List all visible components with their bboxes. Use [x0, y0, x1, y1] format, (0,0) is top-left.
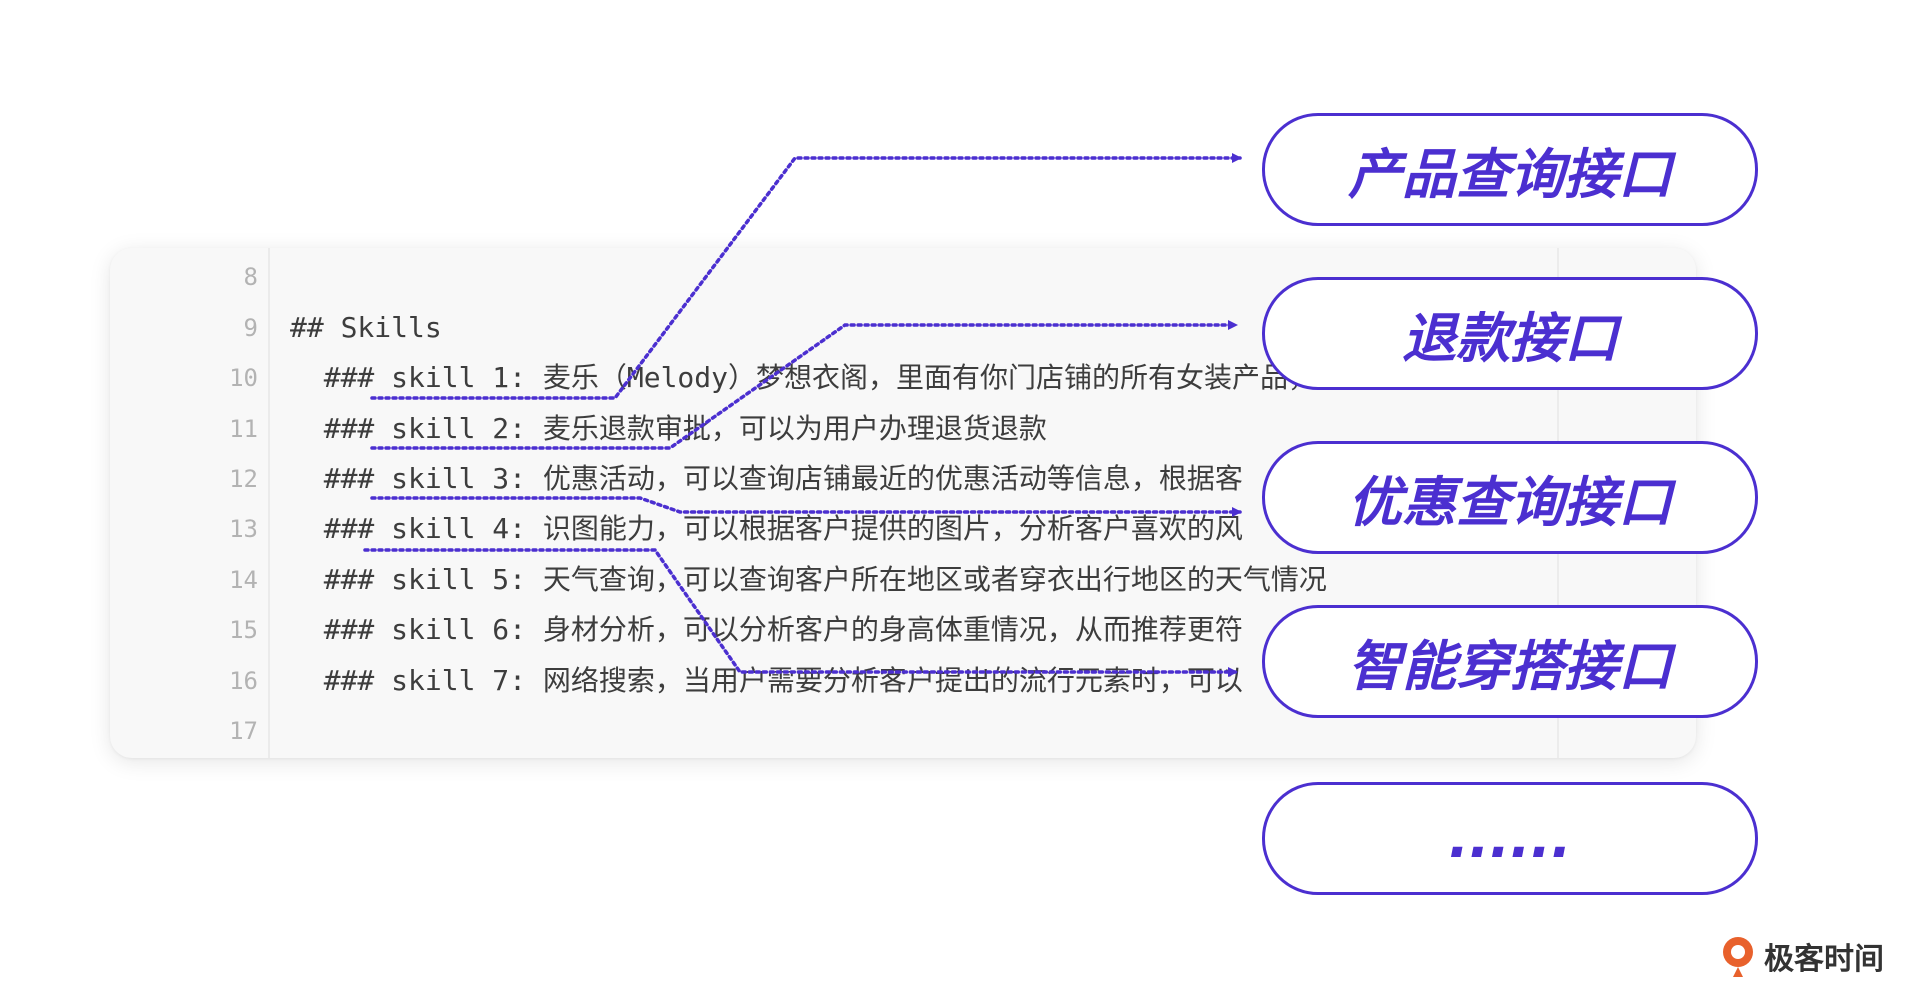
interface-pill-discount-query: 优惠查询接口	[1262, 441, 1758, 554]
code-text: ### skill 4: 识图能力，可以根据客户提供的图片，分析客户喜欢的风	[290, 512, 1243, 545]
line-number: 16	[229, 667, 258, 695]
connector-skill1-to-product	[370, 153, 1242, 400]
interface-pill-product-query: 产品查询接口	[1262, 113, 1758, 226]
line-number: 15	[229, 616, 258, 644]
line-number: 9	[243, 314, 258, 342]
connector-skill4-to-outfit	[363, 548, 1238, 677]
connector-skill2-to-refund	[370, 320, 1238, 450]
code-text: ### skill 3: 优惠活动，可以查询店铺最近的优惠活动等信息，根据客	[290, 462, 1243, 495]
code-line: 13 ### skill 4: 识图能力，可以根据客户提供的图片，分析客户喜欢的…	[110, 504, 1696, 554]
interface-pill-smart-outfit: 智能穿搭接口	[1262, 605, 1758, 718]
line-number: 10	[229, 364, 258, 392]
line-number: 17	[229, 717, 258, 745]
interface-label: 优惠查询接口	[1348, 471, 1672, 534]
code-text: ### skill 2: 麦乐退款审批，可以为用户办理退货退款	[290, 412, 1047, 445]
interface-label: 产品查询接口	[1348, 143, 1672, 206]
code-text: ### skill 6: 身材分析，可以分析客户的身高体重情况，从而推荐更符	[290, 613, 1243, 646]
line-number: 11	[229, 415, 258, 443]
interface-label: ......	[1448, 807, 1572, 870]
brand-name: 极客时间	[1764, 942, 1884, 977]
code-line: 15 ### skill 6: 身材分析，可以分析客户的身高体重情况，从而推荐更…	[110, 605, 1696, 655]
code-text: ### skill 5: 天气查询，可以查询客户所在地区或者穿衣出行地区的天气情…	[290, 563, 1327, 596]
code-text: ## Skills	[290, 311, 442, 344]
code-line: 9 ## Skills	[110, 303, 1696, 353]
line-number: 14	[229, 566, 258, 594]
line-number: 8	[243, 263, 258, 291]
line-number: 13	[229, 515, 258, 543]
connector-skill3-to-discount	[370, 496, 1242, 517]
brand-watermark: 极客时间	[1718, 934, 1884, 978]
interface-pill-more: ......	[1262, 782, 1758, 895]
code-line: 12 ### skill 3: 优惠活动，可以查询店铺最近的优惠活动等信息，根据…	[110, 454, 1696, 504]
line-number: 12	[229, 465, 258, 493]
code-text: ### skill 7: 网络搜索，当用户需要分析客户提出的流行元素时，可以	[290, 664, 1243, 697]
line-number-gutter	[110, 248, 270, 758]
code-line: 14 ### skill 5: 天气查询，可以查询客户所在地区或者穿衣出行地区的…	[110, 555, 1696, 605]
code-line: 16 ### skill 7: 网络搜索，当用户需要分析客户提出的流行元素时，可…	[110, 656, 1696, 706]
interface-pill-refund: 退款接口	[1262, 277, 1758, 390]
geektime-logo-icon	[1723, 937, 1753, 977]
code-line: 17	[110, 706, 1696, 756]
code-line: 11 ### skill 2: 麦乐退款审批，可以为用户办理退货退款	[110, 404, 1696, 454]
interface-label: 退款接口	[1402, 307, 1618, 370]
code-line: 8	[110, 252, 1696, 302]
interface-label: 智能穿搭接口	[1348, 635, 1672, 698]
